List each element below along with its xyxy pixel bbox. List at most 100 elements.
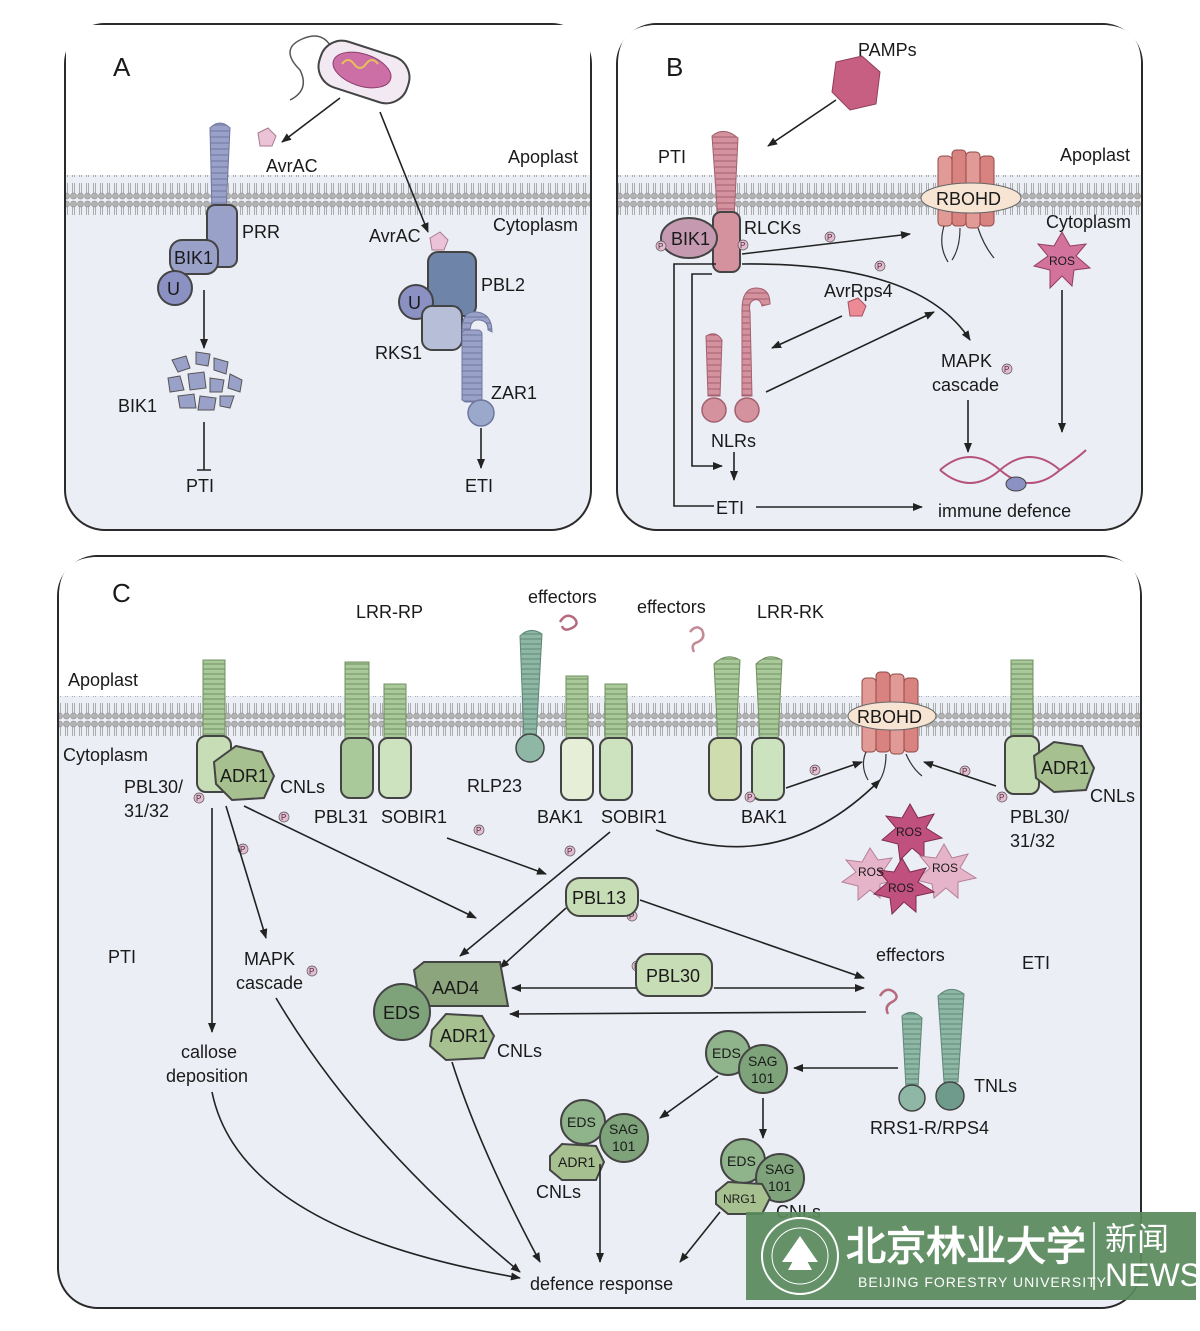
- callose-label-1: callose: [181, 1042, 237, 1062]
- avrac-label-1: AvrAC: [266, 156, 318, 176]
- bik1-degraded-label: BIK1: [118, 396, 157, 416]
- eds-sag-eds-label: EDS: [712, 1045, 741, 1061]
- avrrps4-effector-icon: [847, 297, 867, 317]
- pbl30-kinase: [635, 953, 713, 997]
- effector-icon-3: [878, 988, 898, 1015]
- watermark-news-en: NEWS: [1105, 1257, 1200, 1293]
- pbl3032-right-l2: 31/32: [1010, 831, 1055, 851]
- c1-eds-label: EDS: [567, 1114, 596, 1130]
- lrr-rk-label: LRR-RK: [757, 602, 824, 622]
- eti-label-a: ETI: [465, 476, 493, 496]
- pbl2-label: PBL2: [481, 275, 525, 295]
- feedback-loop: [673, 263, 716, 507]
- eti-label-c: ETI: [1022, 953, 1050, 973]
- c2-sag-label: SAG: [765, 1161, 795, 1177]
- membrane-a: [66, 175, 590, 215]
- tnls-label: TNLs: [974, 1076, 1017, 1096]
- phospho-tag: [655, 231, 1013, 375]
- ros-label-c1: ROS: [896, 825, 922, 839]
- eds-sag-sag-label: SAG: [748, 1053, 778, 1069]
- cnls-right-label: CNLs: [1090, 786, 1135, 806]
- ubiquitin-icon: [157, 270, 193, 306]
- rlp23-label: RLP23: [467, 776, 522, 796]
- prr-label: PRR: [242, 222, 280, 242]
- c1-adr1-label: ADR1: [558, 1154, 596, 1170]
- sobir1-label-b: SOBIR1: [601, 807, 667, 827]
- apoplast-label-c: Apoplast: [68, 670, 138, 690]
- ros-label-c4: ROS: [888, 881, 914, 895]
- pti-label-b: PTI: [658, 147, 686, 167]
- cytoplasm-label-c: Cytoplasm: [63, 745, 148, 765]
- pc10: P: [629, 912, 634, 921]
- ros-label-c2: ROS: [858, 865, 884, 879]
- defence-response-label: defence response: [530, 1274, 673, 1294]
- bak1-receptor-b: [751, 656, 785, 801]
- panel-a-letter: A: [113, 52, 131, 82]
- rlp23-receptor: [515, 630, 545, 763]
- pc3: P: [240, 845, 245, 854]
- dna-icon: [939, 449, 1087, 492]
- cascade-label-b: cascade: [932, 375, 999, 395]
- p-tag-3: P: [827, 233, 832, 242]
- immune-defence-label: immune defence: [938, 501, 1071, 521]
- pbl3032-right-l1: PBL30/: [1010, 807, 1069, 827]
- c2-101-label: 101: [768, 1178, 792, 1194]
- cytoplasm-label-a: Cytoplasm: [493, 215, 578, 235]
- panel-c-letter: C: [112, 578, 131, 608]
- pc11: P: [309, 967, 314, 976]
- p-tag-1: P: [658, 242, 663, 251]
- pbl13-label: PBL13: [572, 888, 626, 908]
- pc8: P: [962, 767, 967, 776]
- ros-cluster: [840, 802, 978, 916]
- pc9: P: [999, 793, 1004, 802]
- c1-sag-label: SAG: [609, 1121, 639, 1137]
- cnls-left-label: CNLs: [280, 777, 325, 797]
- panel-c: C Apoplast Cytoplasm LRR-RP effectors ef…: [57, 555, 1142, 1309]
- degraded-bik1-icon: [167, 351, 243, 411]
- adr1-mid-label: ADR1: [440, 1026, 488, 1046]
- ubiquitin-label-2: U: [408, 293, 421, 313]
- bak1-receptor-a: [560, 675, 594, 801]
- rks1-label: RKS1: [375, 343, 422, 363]
- rlcks-label: RLCKs: [744, 218, 801, 238]
- c1-101-label: 101: [612, 1138, 636, 1154]
- panel-b: B PAMPs PTI Apoplast Cytoplasm RBOHD ROS…: [616, 23, 1143, 531]
- pbl3032-left-l2: 31/32: [124, 801, 169, 821]
- lrr-rk-receptor: [708, 656, 742, 801]
- pc1: P: [196, 794, 201, 803]
- nlrs-label: NLRs: [711, 431, 756, 451]
- eti-label-b: ETI: [716, 498, 744, 518]
- cytoplasm-label-b: Cytoplasm: [1046, 212, 1131, 232]
- panel-a: A Apoplast Cytoplasm AvrAC PRR BIK1 U: [64, 23, 592, 531]
- membrane-b: [618, 175, 1141, 215]
- rbohd-label-c: RBOHD: [857, 707, 922, 727]
- watermark-english: BEIJING FORESTRY UNIVERSITY: [858, 1274, 1107, 1290]
- pamps-label: PAMPs: [858, 40, 917, 60]
- pamps-icon: [831, 55, 881, 111]
- pti-label-a: PTI: [186, 476, 214, 496]
- pbl3032-left-l1: PBL30/: [124, 777, 183, 797]
- effectors-label-2: effectors: [637, 597, 706, 617]
- avrac-effector-icon: [257, 127, 277, 147]
- panel-b-letter: B: [666, 52, 683, 82]
- ros-label-c3: ROS: [932, 861, 958, 875]
- zar1-nlr: [461, 311, 495, 427]
- pc6: P: [747, 793, 752, 802]
- mapk-label-b: MAPK: [941, 351, 992, 371]
- pbl31-receptor: [340, 661, 374, 799]
- effectors-label-3: effectors: [876, 945, 945, 965]
- mapk-label-c: MAPK: [244, 949, 295, 969]
- p-tag-5: P: [1004, 365, 1009, 374]
- ubiquitin-label-1: U: [167, 279, 180, 299]
- pbl30-label: PBL30: [646, 966, 700, 986]
- bacterium-icon: [289, 35, 411, 105]
- bik1-label: BIK1: [174, 248, 213, 268]
- adr1-mid-shape: [428, 1012, 496, 1062]
- sobir1-receptor-b: [599, 683, 633, 801]
- c2-eds-label: EDS: [727, 1153, 756, 1169]
- zar1-label: ZAR1: [491, 383, 537, 403]
- pc2: P: [281, 813, 286, 822]
- callose-label-2: deposition: [166, 1066, 248, 1086]
- p-tag-2: P: [740, 241, 745, 250]
